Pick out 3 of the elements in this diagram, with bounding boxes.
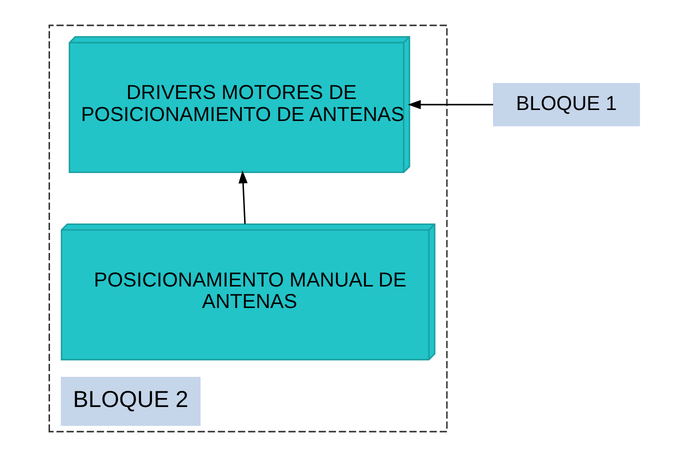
node-box: BLOQUE 1 <box>492 83 640 126</box>
arrow <box>407 100 493 110</box>
arrow <box>238 170 248 224</box>
